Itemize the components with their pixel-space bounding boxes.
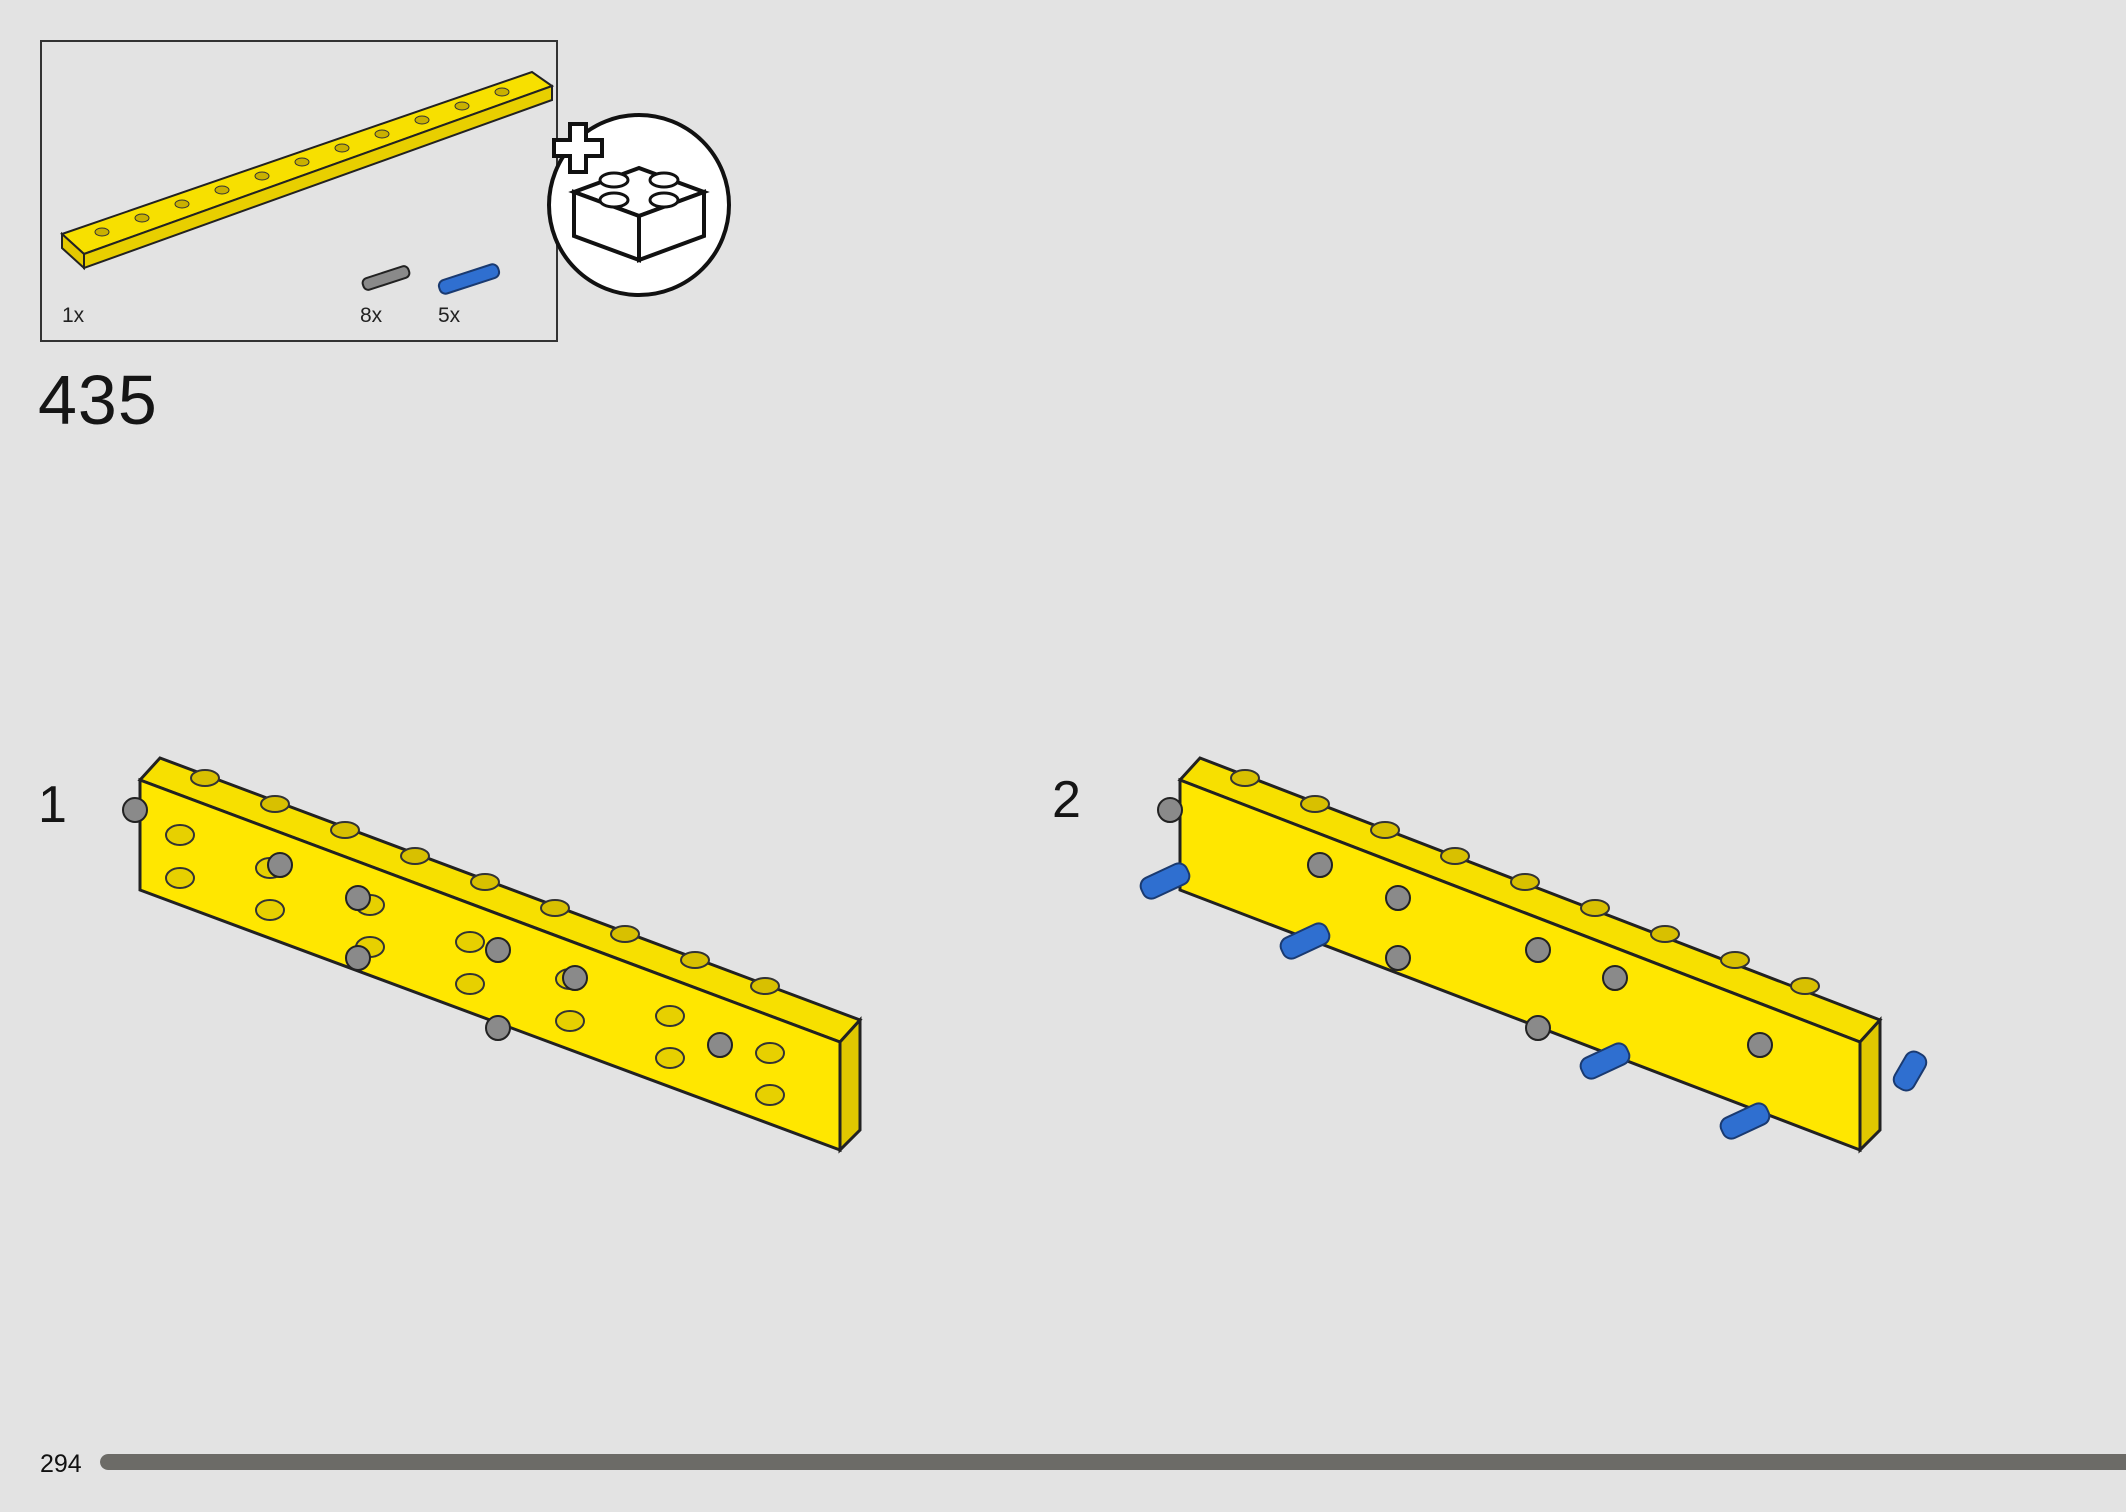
page-number: 294 [40, 1450, 82, 1478]
substep-label: 1 [38, 776, 67, 834]
yellow-frame-assembly [137, 756, 863, 1154]
substep-label: 2 [1052, 771, 1081, 829]
blue-pins [1139, 862, 1928, 1140]
part-qty: 8x [360, 304, 383, 327]
yellow-frame-assembly [1177, 756, 1883, 1154]
part-qty: 5x [438, 304, 461, 327]
step-number: 435 [38, 361, 158, 439]
part-qty: 1x [62, 304, 85, 327]
gray-pins [1157, 797, 1773, 1058]
add-submodel-brick-icon [547, 113, 731, 297]
blue-axle-pin-icon [437, 263, 501, 295]
parts-illustration [60, 70, 555, 295]
substep-2-model [1139, 756, 1928, 1154]
yellow-frame-icon [60, 70, 555, 271]
gray-pins [122, 797, 733, 1058]
progress-bar-fill [100, 1454, 2126, 1470]
parts-list-box: 1x 8x 5x [40, 40, 558, 342]
substep-1-model [122, 756, 863, 1154]
gray-friction-pin-icon [361, 265, 411, 291]
progress-bar [100, 1454, 2126, 1470]
